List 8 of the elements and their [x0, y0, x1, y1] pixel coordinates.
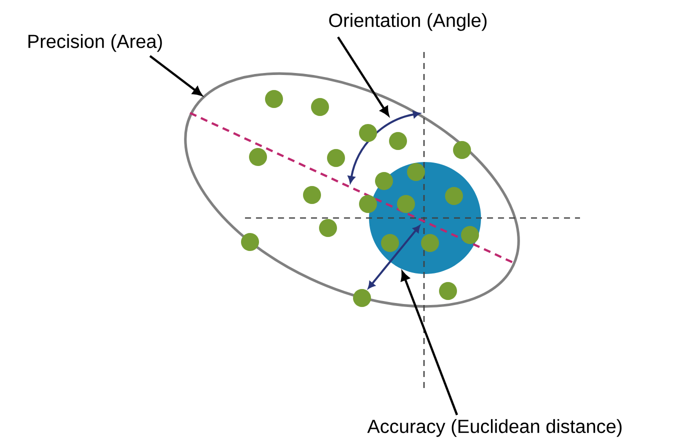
callout-label: Precision (Area)	[28, 34, 162, 52]
leader-arrow	[337, 36, 390, 116]
leader-arrow	[149, 55, 202, 96]
callout-label: Orientation (Angle)	[329, 13, 487, 31]
ellipse-outline	[184, 72, 520, 308]
angle-arc	[348, 110, 420, 184]
callout-label: Accuracy (Euclidean distance)	[367, 419, 622, 437]
leader-arrow	[400, 271, 458, 416]
